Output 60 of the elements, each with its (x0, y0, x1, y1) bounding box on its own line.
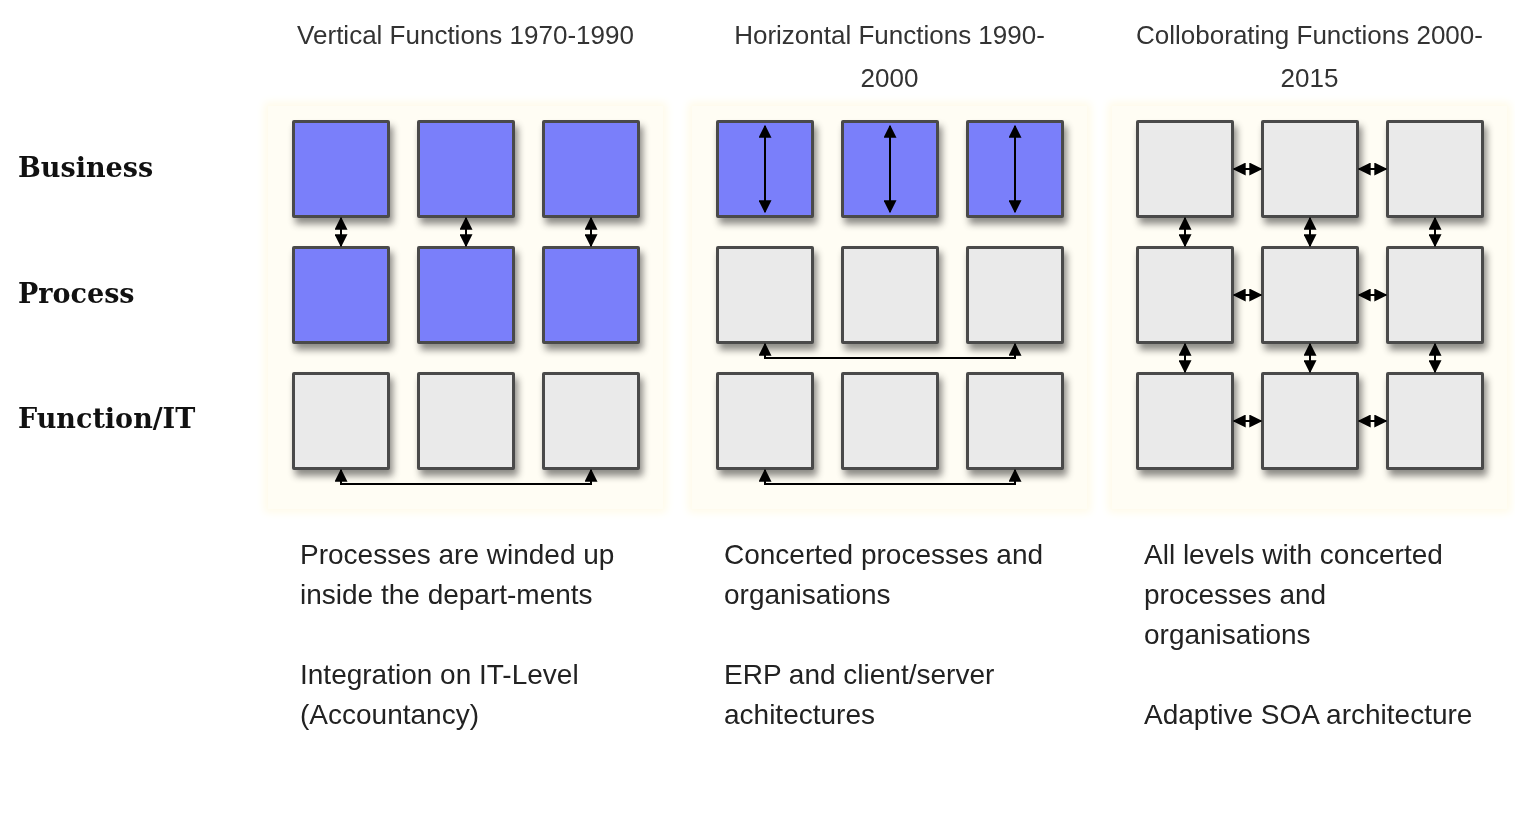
column-heading: Colloborating Functions 2000-2015 (1135, 19, 1484, 95)
square-box (966, 372, 1064, 470)
square-box (542, 372, 640, 470)
double-arrow (1303, 216, 1317, 248)
square-box (292, 246, 390, 344)
double-arrow (1357, 162, 1388, 176)
description-text: Integration on IT-Level (Accountancy) (300, 658, 580, 732)
square-box (966, 120, 1064, 218)
double-arrow (1178, 342, 1192, 374)
panel-background (692, 106, 1087, 509)
square-box (1136, 120, 1234, 218)
description-text: Adaptive SOA architecture (1144, 698, 1474, 732)
square-box (292, 372, 390, 470)
square-box (542, 246, 640, 344)
square-box (841, 246, 939, 344)
square-box (1261, 120, 1359, 218)
square-box (716, 120, 814, 218)
square-box (542, 120, 640, 218)
square-box (292, 120, 390, 218)
square-box (716, 372, 814, 470)
double-arrow (1232, 288, 1263, 302)
double-arrow (1178, 216, 1192, 248)
square-box (841, 120, 939, 218)
double-arrow (1303, 342, 1317, 374)
row-label: Business (18, 152, 154, 183)
square-box (1386, 372, 1484, 470)
description-text: Concerted processes and organisations (724, 538, 1045, 612)
double-arrow (1232, 414, 1263, 428)
square-box (841, 372, 939, 470)
square-box (966, 246, 1064, 344)
square-box (417, 246, 515, 344)
double-arrow (1232, 162, 1263, 176)
square-box (1386, 120, 1484, 218)
row-label: Process (18, 278, 135, 309)
column-heading: Vertical Functions 1970-1990 (296, 19, 635, 52)
square-box (1386, 246, 1484, 344)
square-box (1261, 372, 1359, 470)
double-arrow (584, 216, 598, 248)
description-text: Processes are winded up inside the depart-ments (300, 538, 616, 612)
square-box (1261, 246, 1359, 344)
double-arrow (1357, 288, 1388, 302)
square-box (1136, 246, 1234, 344)
panel-background (268, 106, 663, 509)
square-box (417, 372, 515, 470)
panel-background (1112, 106, 1507, 509)
double-arrow (1357, 414, 1388, 428)
square-box (716, 246, 814, 344)
description-text: All levels with concerted processes and organisations (1144, 538, 1444, 652)
square-box (1136, 372, 1234, 470)
column-heading: Horizontal Functions 1990-2000 (733, 19, 1046, 95)
double-arrow (1428, 342, 1442, 374)
double-arrow (1428, 216, 1442, 248)
double-arrow (459, 216, 473, 248)
square-box (417, 120, 515, 218)
double-arrow (758, 342, 1022, 359)
double-arrow (334, 468, 598, 485)
double-arrow (758, 468, 1022, 485)
description-text: ERP and client/server achitectures (724, 658, 996, 732)
double-arrow (334, 216, 348, 248)
row-label: Function/IT (18, 403, 196, 434)
